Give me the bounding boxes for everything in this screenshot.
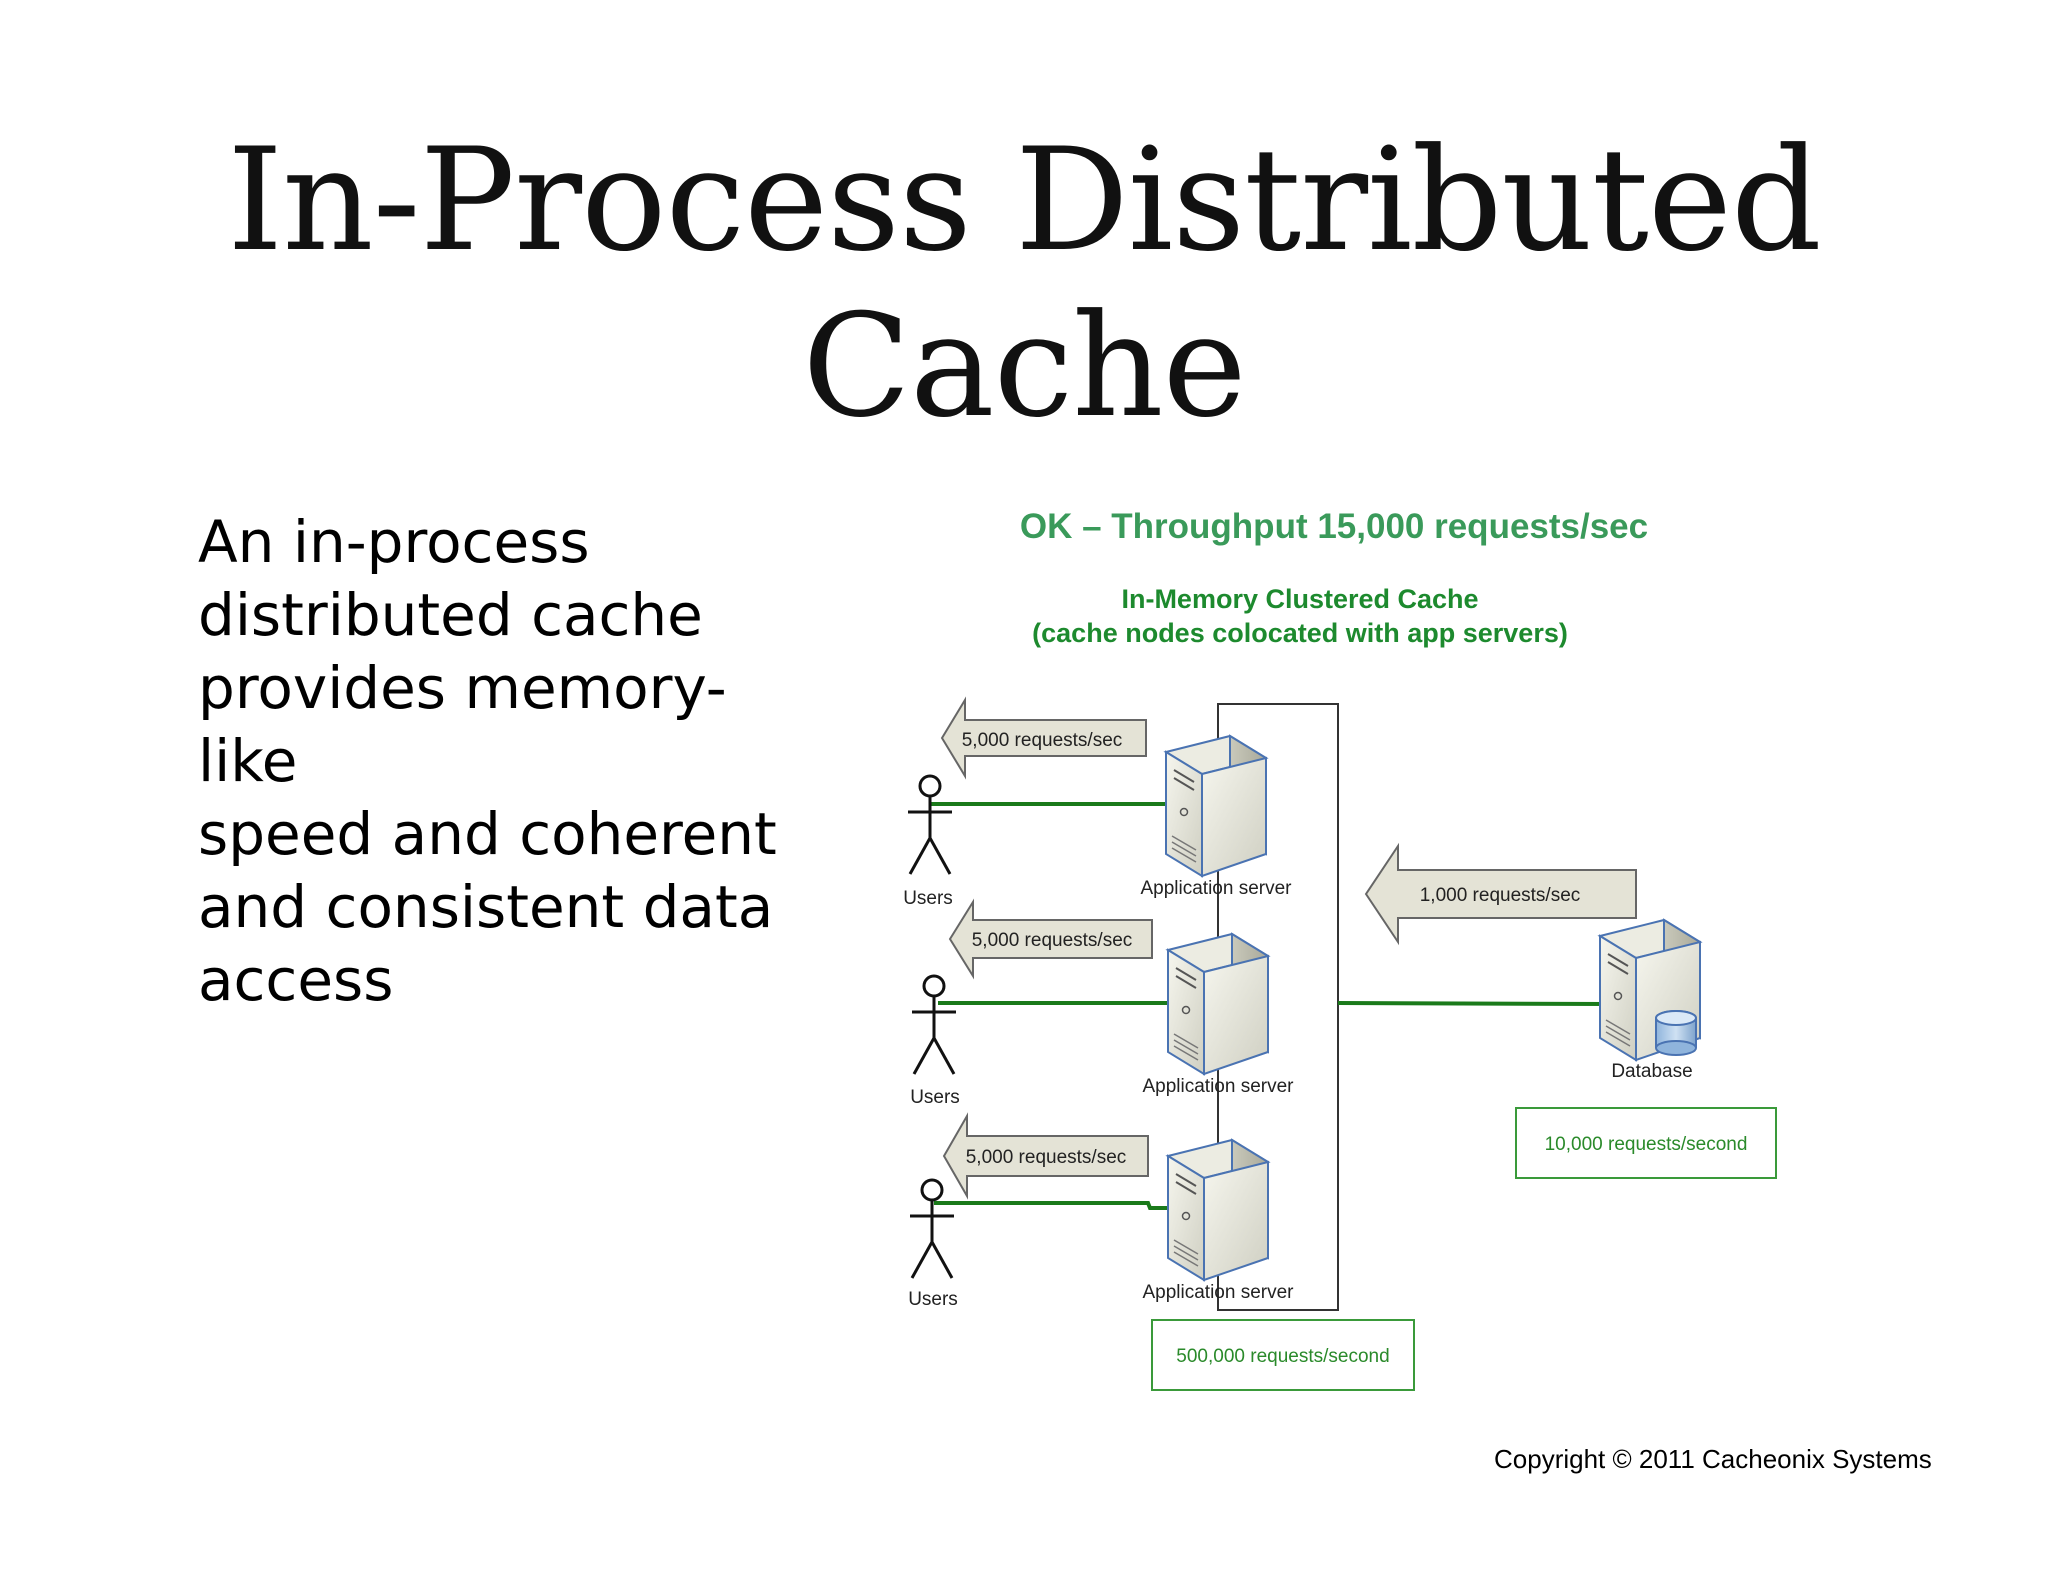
request-arrow: 5,000 requests/sec	[940, 696, 1147, 780]
body-line: speed and coherent	[198, 800, 777, 868]
database-throughput-box: 10,000 requests/second	[1515, 1107, 1777, 1179]
database-icon: Database	[1599, 919, 1701, 1082]
arrow-label: 1,000 requests/sec	[1420, 885, 1581, 906]
database-throughput-label: 10,000 requests/second	[1545, 1134, 1748, 1155]
server-label: Application server	[1142, 1076, 1294, 1097]
database-label: Database	[1611, 1061, 1692, 1082]
request-arrow: 5,000 requests/sec	[942, 1112, 1149, 1200]
user-link	[934, 1201, 1168, 1210]
diagram-heading: OK – Throughput 15,000 requests/sec	[1020, 507, 1648, 546]
database-link	[1337, 1001, 1609, 1006]
slide-title: In-Process Distributed Cache	[0, 118, 2048, 450]
user-icon: Users	[903, 774, 954, 909]
request-arrow: 5,000 requests/sec	[948, 898, 1153, 980]
arrow-label: 5,000 requests/sec	[962, 730, 1123, 751]
database-request-arrow: 1,000 requests/sec	[1364, 842, 1637, 946]
copyright-notice: Copyright © 2011 Cacheonix Systems	[1494, 1444, 1932, 1474]
body-line: An in-process	[198, 508, 590, 576]
body-line: access	[198, 946, 394, 1014]
arrow-label: 5,000 requests/sec	[972, 930, 1133, 951]
cluster-throughput-box: 500,000 requests/second	[1151, 1319, 1415, 1391]
server-icon: Application server	[1140, 735, 1292, 899]
slide-title-line-1: In-Process Distributed	[227, 118, 1822, 283]
arrow-label: 5,000 requests/sec	[966, 1147, 1127, 1168]
cluster-title-line-1: In-Memory Clustered Cache	[1121, 584, 1478, 614]
body-line: and consistent data	[198, 873, 774, 941]
body-line: distributed cache	[198, 581, 703, 649]
user-label: Users	[908, 1289, 958, 1310]
slide-body-text: An in-process distributed cache provides…	[198, 506, 818, 1017]
server-icon: Application server	[1142, 1139, 1294, 1303]
cluster-title-line-2: (cache nodes colocated with app servers)	[1032, 618, 1568, 648]
user-icon: Users	[910, 974, 960, 1108]
slide-title-line-2: Cache	[802, 284, 1246, 449]
server-label: Application server	[1142, 1282, 1294, 1303]
cluster-throughput-label: 500,000 requests/second	[1176, 1346, 1389, 1367]
server-label: Application server	[1140, 878, 1292, 899]
body-line: provides memory-like	[198, 654, 727, 795]
user-label: Users	[910, 1087, 960, 1108]
user-icon: Users	[908, 1178, 958, 1310]
server-icon: Application server	[1142, 933, 1294, 1097]
user-label: Users	[903, 888, 953, 909]
